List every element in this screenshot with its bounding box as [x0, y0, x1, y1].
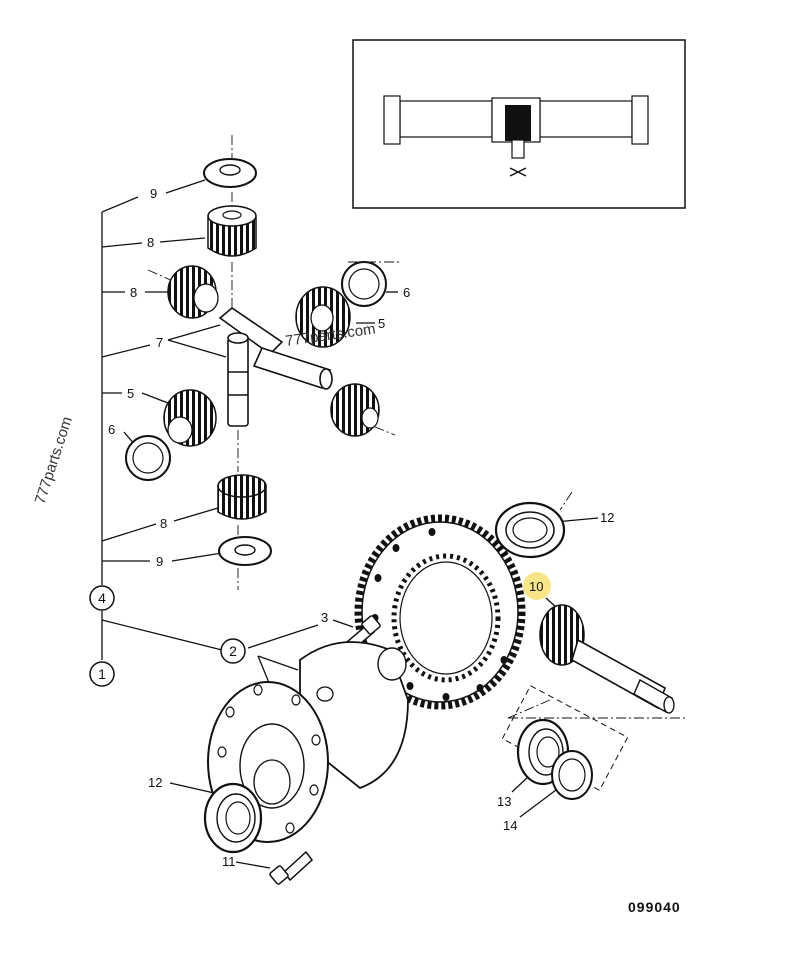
assembly-1: 1: [98, 666, 106, 682]
assembly-2: 2: [229, 643, 237, 659]
highlight-mark: [523, 572, 551, 600]
side-gear-left: [167, 265, 219, 319]
pinion-gear-right: [330, 383, 380, 437]
callout-8-left: 8: [130, 285, 137, 300]
drawing-code: 099040: [628, 899, 681, 915]
callout-14: 14: [503, 818, 517, 833]
pinion-shim: [551, 750, 593, 800]
pinion-gear-bottom: [217, 474, 267, 520]
callout-11: 11: [222, 854, 236, 869]
bearing-lower-left: [203, 782, 263, 854]
assembly-circles: [89, 585, 246, 687]
bearing-upper-right: [494, 501, 566, 559]
pinion-gear-top: [207, 205, 257, 257]
pinion-bearing: [516, 718, 570, 786]
callout-12-top: 12: [600, 510, 614, 525]
assembly-circle-labels: 4 2 1: [98, 590, 237, 682]
side-gear-lower-left: [163, 389, 217, 447]
drive-pinion: [539, 604, 675, 714]
callout-12-bottom: 12: [148, 775, 162, 790]
callout-7: 7: [156, 335, 163, 350]
callout-10: 10: [529, 579, 543, 594]
assembly-4: 4: [98, 590, 106, 606]
callout-13: 13: [497, 794, 511, 809]
callout-6-right: 6: [403, 285, 410, 300]
thrust-washer-bottom: [218, 536, 272, 566]
callout-5-left: 5: [127, 386, 134, 401]
callout-3: 3: [321, 610, 328, 625]
callout-8-bottom: 8: [160, 516, 167, 531]
leader-lines: [101, 179, 599, 869]
callout-6-left: 6: [108, 422, 115, 437]
callout-5-right: 5: [378, 316, 385, 331]
callout-8-top: 8: [147, 235, 154, 250]
thrust-washer-right: [341, 261, 387, 307]
callout-9-bottom: 9: [156, 554, 163, 569]
callout-9-top: 9: [150, 186, 157, 201]
thrust-washer-top: [203, 158, 257, 188]
callout-labels: 9 8 8 7 5 6 8 9 6 5 12 10 3 12 11 13 14: [108, 186, 614, 869]
side-gear-right: [295, 286, 351, 348]
bolt-crown-wheel: [269, 850, 314, 885]
inset-axle-view: [352, 39, 686, 209]
cross-shaft: [218, 306, 333, 427]
thrust-washer-left: [125, 435, 171, 481]
watermark-side: 777parts.com: [32, 415, 76, 507]
